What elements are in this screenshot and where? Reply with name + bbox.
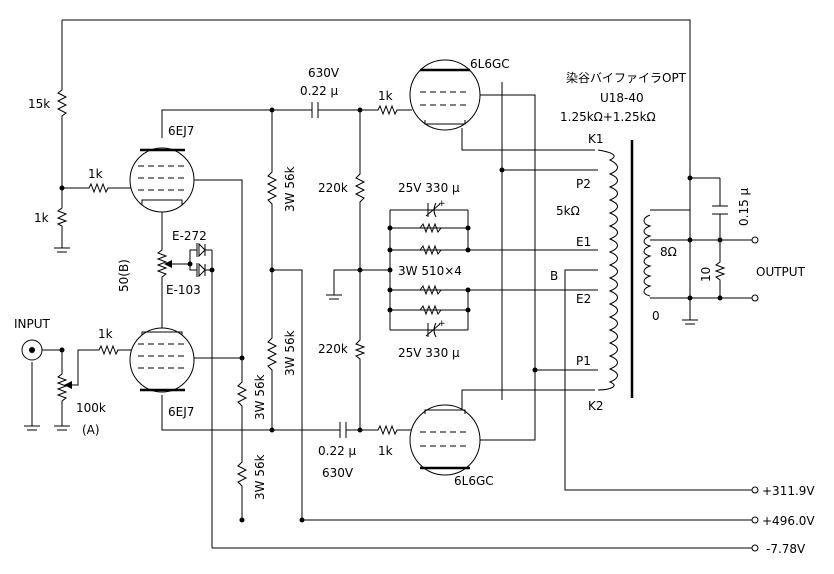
coupling-cap-top — [305, 102, 325, 118]
resistor-1k-divider — [56, 205, 68, 228]
led-e272 — [196, 242, 206, 258]
label-0: 0 — [652, 309, 660, 323]
label-e272: E-272 — [172, 229, 207, 243]
label-220k-bottom: 220k — [318, 342, 348, 356]
resistor-10-ohm — [714, 256, 726, 284]
coupling-cap-bottom — [335, 422, 352, 438]
label-bias-cap-top: 25V 330 μ — [398, 181, 460, 195]
junction-dots — [59, 107, 723, 523]
input-jack — [21, 339, 48, 361]
label-8-ohm: 8Ω — [660, 245, 677, 259]
bias-resistors — [415, 222, 446, 316]
label-56k-b: 3W 56k — [283, 330, 297, 376]
resistor-1k-g1 — [86, 182, 110, 194]
label-1k-top-6l6: 1k — [378, 89, 393, 103]
label-pot-a: (A) — [82, 423, 100, 437]
label-v-496: +496.0V — [762, 514, 815, 528]
tube-6l6gc-bottom — [409, 404, 481, 476]
tube-6l6gc-top — [409, 59, 481, 131]
label-1k-bottom-6l6: 1k — [378, 444, 393, 458]
resistor-56k-a — [266, 165, 278, 212]
resistor-1k-bottom-6l6 — [375, 424, 398, 436]
label-k2: K2 — [588, 399, 604, 413]
resistor-220k-top — [354, 168, 366, 204]
label-cap-voltage-top: 630V — [308, 66, 340, 80]
zobel-cap — [712, 200, 728, 222]
ground-symbols — [24, 247, 698, 431]
label-bias-resistors: 3W 510×4 — [398, 264, 462, 278]
label-bias-cap-bottom: 25V 330 μ — [398, 346, 460, 360]
label-opt-line1: 染谷バイファイラOPT — [566, 70, 687, 85]
pot-100k — [56, 370, 72, 405]
label-220k-top: 220k — [318, 181, 348, 195]
label-1k-g1: 1k — [88, 167, 103, 181]
label-5k-ohm: 5kΩ — [556, 204, 580, 218]
label-015: 0.15 μ — [737, 187, 751, 226]
label-50b: 50(B) — [117, 259, 131, 292]
label-e1: E1 — [576, 235, 591, 249]
label-10: 10 — [699, 267, 713, 282]
label-100k: 100k — [76, 401, 106, 415]
label-6l6gc-top: 6L6GC — [470, 57, 510, 71]
label-cap-voltage-bottom: 630V — [322, 466, 354, 480]
tube-6ej7-bottom — [129, 327, 195, 393]
resistor-1k-input — [96, 344, 120, 356]
label-b: B — [550, 269, 558, 283]
label-v-311: +311.9V — [762, 484, 815, 498]
led-e103 — [196, 262, 206, 278]
label-15k: 15k — [28, 97, 50, 111]
label-1k-input: 1k — [98, 327, 113, 341]
resistor-56k-c — [236, 378, 248, 410]
resistor-1k-top-6l6 — [375, 104, 398, 116]
label-56k-d: 3W 56k — [253, 454, 267, 500]
label-v-neg: -7.78V — [766, 542, 806, 556]
resistor-56k-d — [236, 458, 248, 490]
label-p1: P1 — [576, 354, 591, 368]
label-56k-a: 3W 56k — [283, 166, 297, 212]
label-output: OUTPUT — [756, 265, 806, 279]
svg-text:+: + — [438, 319, 446, 329]
label-input: INPUT — [14, 317, 51, 331]
label-6ej7-bottom: 6EJ7 — [168, 405, 194, 419]
label-opt-line3: 1.25kΩ+1.25kΩ — [560, 110, 656, 124]
label-cap-value-top: 0.22 μ — [300, 84, 339, 98]
label-opt-line2: U18-40 — [600, 91, 644, 105]
terminals — [751, 236, 759, 552]
label-1k-divider: 1k — [34, 211, 49, 225]
resistor-56k-b — [266, 330, 278, 378]
labels: 15k 1k 1k 1k 1k 1k 6EJ7 6EJ7 6L6GC 6L6GC… — [14, 57, 815, 556]
label-k1: K1 — [588, 132, 604, 146]
pot-50b — [156, 246, 172, 280]
output-transformer — [597, 140, 652, 398]
label-e2: E2 — [576, 292, 591, 306]
label-6ej7-top: 6EJ7 — [168, 124, 194, 138]
label-cap-value-bottom: 0.22 μ — [318, 444, 357, 458]
resistor-15k — [56, 85, 68, 120]
resistor-220k-bottom — [354, 336, 366, 362]
electrolytic-cap-bottom: + — [425, 319, 446, 338]
electrolytic-cap-top: + — [425, 199, 446, 218]
tube-6ej7-top — [129, 147, 195, 213]
wiring — [31, 19, 752, 549]
label-e103: E-103 — [166, 283, 201, 297]
label-56k-c: 3W 56k — [253, 374, 267, 420]
label-6l6gc-bottom: 6L6GC — [454, 474, 494, 488]
label-p2: P2 — [576, 177, 591, 191]
svg-text:+: + — [438, 199, 446, 209]
